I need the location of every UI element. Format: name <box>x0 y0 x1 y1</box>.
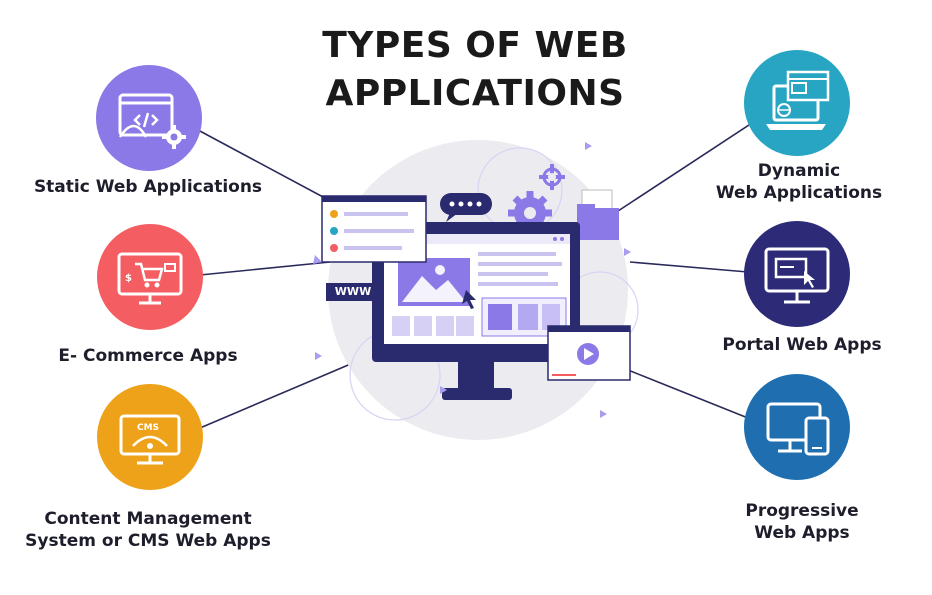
cms-screen-icon: CMS <box>97 384 203 490</box>
connector-cms <box>199 359 361 429</box>
gear-icon <box>508 191 552 235</box>
static-web-apps-badge <box>96 65 202 171</box>
code-browser-gear-icon <box>96 65 202 171</box>
page-title: TYPES OF WEB APPLICATIONS <box>300 22 650 118</box>
label-ecommerce: E- Commerce Apps <box>58 346 238 366</box>
progressive-web-apps-badge <box>744 374 850 480</box>
monitor-cursor-icon <box>744 221 850 327</box>
label-dynamic: Dynamic Web Applications <box>715 161 883 203</box>
title-line-1: TYPES OF WEB <box>322 25 628 66</box>
laptop-windows-icon <box>744 50 850 156</box>
svg-text:CMS: CMS <box>137 423 159 433</box>
shopping-cart-screen-icon: $ <box>97 224 203 330</box>
monitor-mobile-icon <box>744 374 850 480</box>
dynamic-web-apps-badge <box>744 50 850 156</box>
www-tag-text: WWW <box>334 285 372 298</box>
ecommerce-apps-badge: $ <box>97 224 203 330</box>
connector-portal <box>629 261 749 273</box>
portal-web-apps-badge <box>744 221 850 327</box>
folder-icon <box>577 189 619 240</box>
cms-web-apps-badge: CMS <box>97 384 203 490</box>
connector-ecommerce <box>199 261 331 276</box>
monitor-illustration <box>313 140 639 440</box>
small-gear-icon <box>539 164 565 190</box>
label-portal: Portal Web Apps <box>722 335 882 355</box>
label-static: Static Web Applications <box>33 177 263 197</box>
label-cms: Content Management System or CMS Web App… <box>25 509 271 551</box>
label-pwa: Progressive Web Apps <box>745 501 859 543</box>
connector-static <box>197 129 339 206</box>
chat-bubble-icon <box>440 193 492 222</box>
connector-dynamic <box>614 122 753 214</box>
title-line-2: APPLICATIONS <box>325 73 625 114</box>
svg-text:$: $ <box>125 273 132 284</box>
connector-pwa <box>627 369 749 419</box>
www-badge <box>326 283 380 301</box>
